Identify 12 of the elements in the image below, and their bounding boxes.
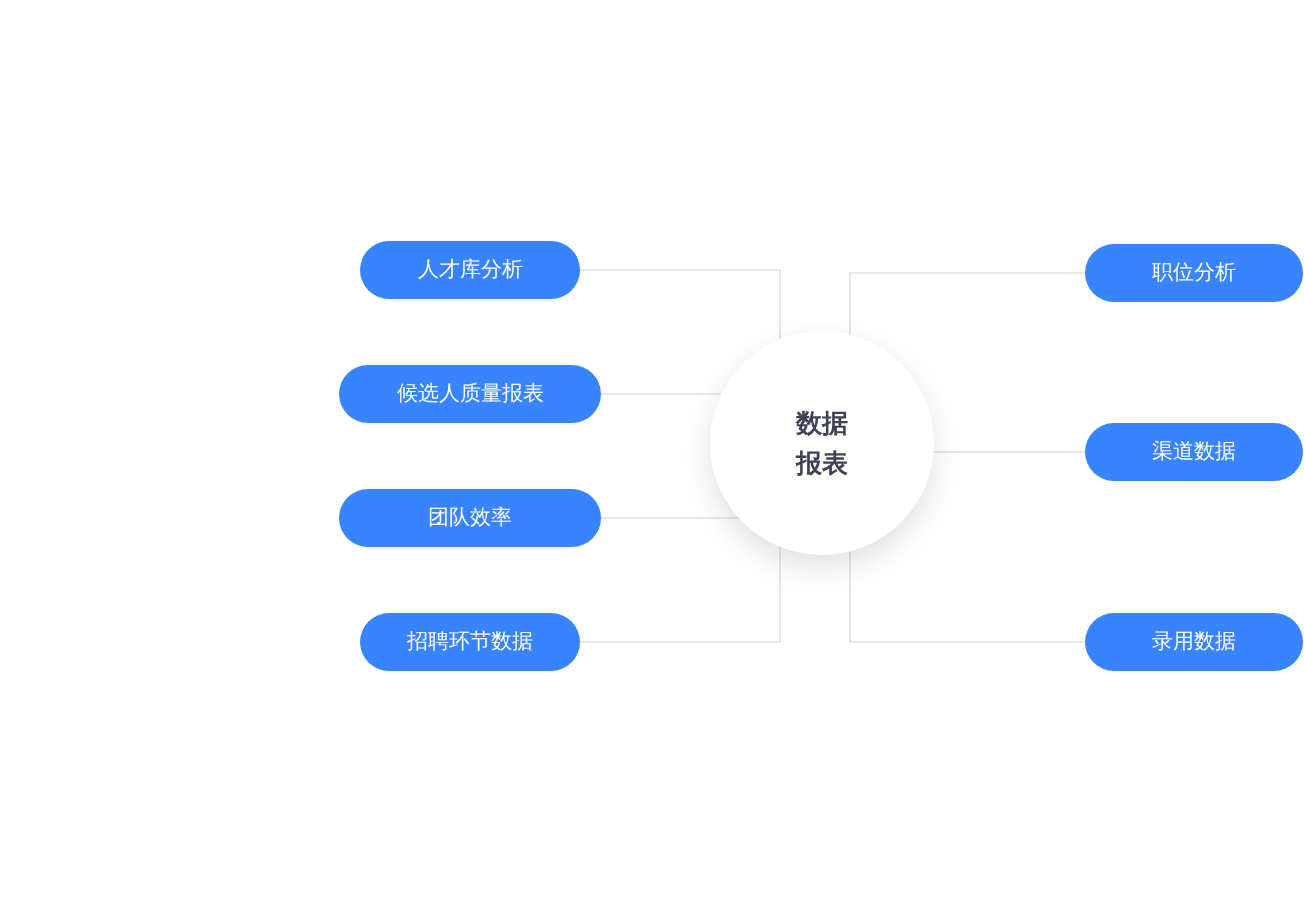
- connector-line: [849, 550, 1086, 643]
- category-pill: 职位分析: [1085, 244, 1303, 302]
- category-pill: 团队效率: [339, 489, 601, 547]
- connector-line: [579, 546, 781, 643]
- center-title: 数据报表: [796, 406, 848, 480]
- connector-line: [579, 269, 781, 340]
- category-pill: 人才库分析: [360, 241, 580, 299]
- category-pill: 招聘环节数据: [360, 613, 580, 671]
- category-pill: 渠道数据: [1085, 423, 1303, 481]
- category-pill: 录用数据: [1085, 613, 1303, 671]
- category-pill: 候选人质量报表: [339, 365, 601, 423]
- connector-line: [849, 272, 1086, 336]
